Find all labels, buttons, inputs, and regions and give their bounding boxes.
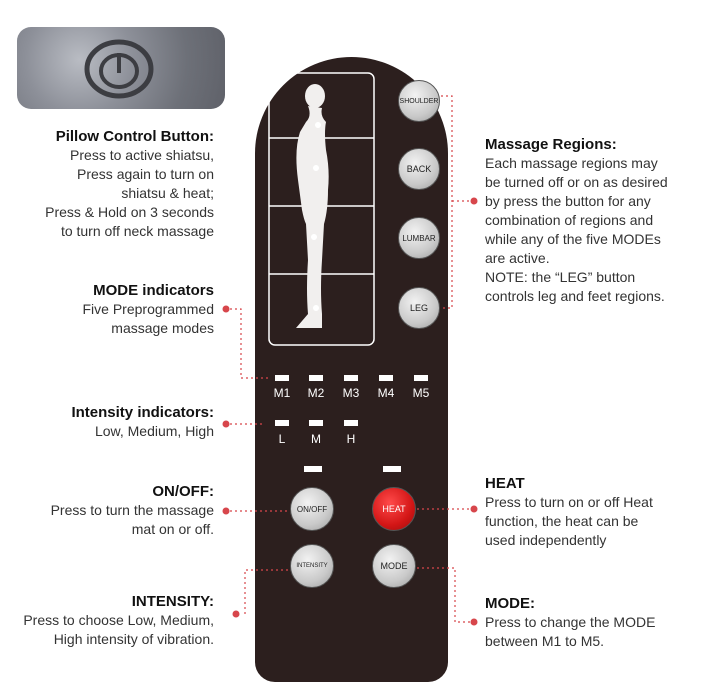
massage-regions-title: Massage Regions: [485,136,617,153]
regions-line: combination of regions and [485,212,654,228]
body-diagram [268,72,375,346]
mode-callout: MODE: Press to change the MODE between M… [485,595,713,651]
pillow-photo [17,27,225,109]
pillow-line: Press & Hold on 3 seconds [45,204,214,220]
intensity-title: INTENSITY: [131,593,214,610]
heat-line: used independently [485,532,607,548]
intensity-line: Press to choose Low, Medium, [23,612,214,628]
onoff-led [304,466,322,472]
intensity-led [275,420,289,426]
pillow-line: Press to active shiatsu, [70,147,214,163]
intensity-button[interactable]: INTENSITY [290,544,334,588]
onoff-line: Press to turn the massage [50,502,214,518]
mode-led [414,375,428,381]
onoff-button[interactable]: ON/OFF [290,487,334,531]
regions-line: NOTE: the “LEG” button [485,269,636,285]
leg-button[interactable]: LEG [398,287,440,329]
intensity-label-high: H [346,432,356,446]
intensity-label-medium: M [311,432,321,446]
mode-line: Press to change the MODE [485,614,656,630]
intensity-led [344,420,358,426]
mode-label-m1: M1 [273,386,291,400]
heat-button[interactable]: HEAT [372,487,416,531]
mode-button[interactable]: MODE [372,544,416,588]
mode-title: MODE: [485,595,535,612]
power-icon [84,39,154,99]
mode-label-m5: M5 [412,386,430,400]
back-button[interactable]: BACK [398,148,440,190]
heat-callout: HEAT Press to turn on or off Heat functi… [485,475,713,550]
heat-line: function, the heat can be [485,513,639,529]
pillow-line: to turn off neck massage [60,223,214,239]
mode-led [379,375,393,381]
mode-label-m3: M3 [342,386,360,400]
regions-line: Each massage regions may [485,155,658,171]
pillow-control-title: Pillow Control Button: [55,128,214,145]
human-figure-icon [296,84,329,328]
regions-line: by press the button for any [485,193,651,209]
intensity-label-low: L [278,432,286,446]
intensity-indicators-line: Low, Medium, High [94,423,214,439]
mode-indicators-callout: MODE indicators Five Preprogrammed massa… [0,282,215,338]
onoff-title: ON/OFF: [152,483,214,500]
heat-line: Press to turn on or off Heat [485,494,653,510]
mode-line: between M1 to M5. [485,633,605,649]
regions-line: while any of the five MODEs [485,231,661,247]
mode-label-m2: M2 [307,386,325,400]
mode-led [275,375,289,381]
pillow-control-callout: Pillow Control Button: Press to active s… [0,128,214,241]
heat-led [383,466,401,472]
mode-led [344,375,358,381]
pillow-line: Press again to turn on [77,166,214,182]
intensity-indicators-callout: Intensity indicators: Low, Medium, High [0,404,214,441]
intensity-line: High intensity of vibration. [53,631,214,647]
mode-label-m4: M4 [377,386,395,400]
onoff-callout: ON/OFF: Press to turn the massage mat on… [0,483,214,539]
pillow-line: shiatsu & heat; [121,185,214,201]
intensity-indicators-title: Intensity indicators: [71,404,214,421]
heat-title: HEAT [485,475,525,492]
mode-indicators-title: MODE indicators [93,282,214,299]
mode-led [309,375,323,381]
shoulder-button[interactable]: SHOULDER [398,80,440,122]
mode-indicators-line: massage modes [111,320,214,336]
regions-line: are active. [485,250,550,266]
mode-indicators-line: Five Preprogrammed [82,301,215,317]
lumbar-button[interactable]: LUMBAR [398,217,440,259]
intensity-led [309,420,323,426]
onoff-line: mat on or off. [131,521,214,537]
intensity-callout: INTENSITY: Press to choose Low, Medium, … [0,593,214,649]
regions-line: be turned off or on as desired [485,174,668,190]
regions-line: controls leg and feet regions. [485,288,665,304]
massage-regions-callout: Massage Regions: Each massage regions ma… [485,136,713,306]
